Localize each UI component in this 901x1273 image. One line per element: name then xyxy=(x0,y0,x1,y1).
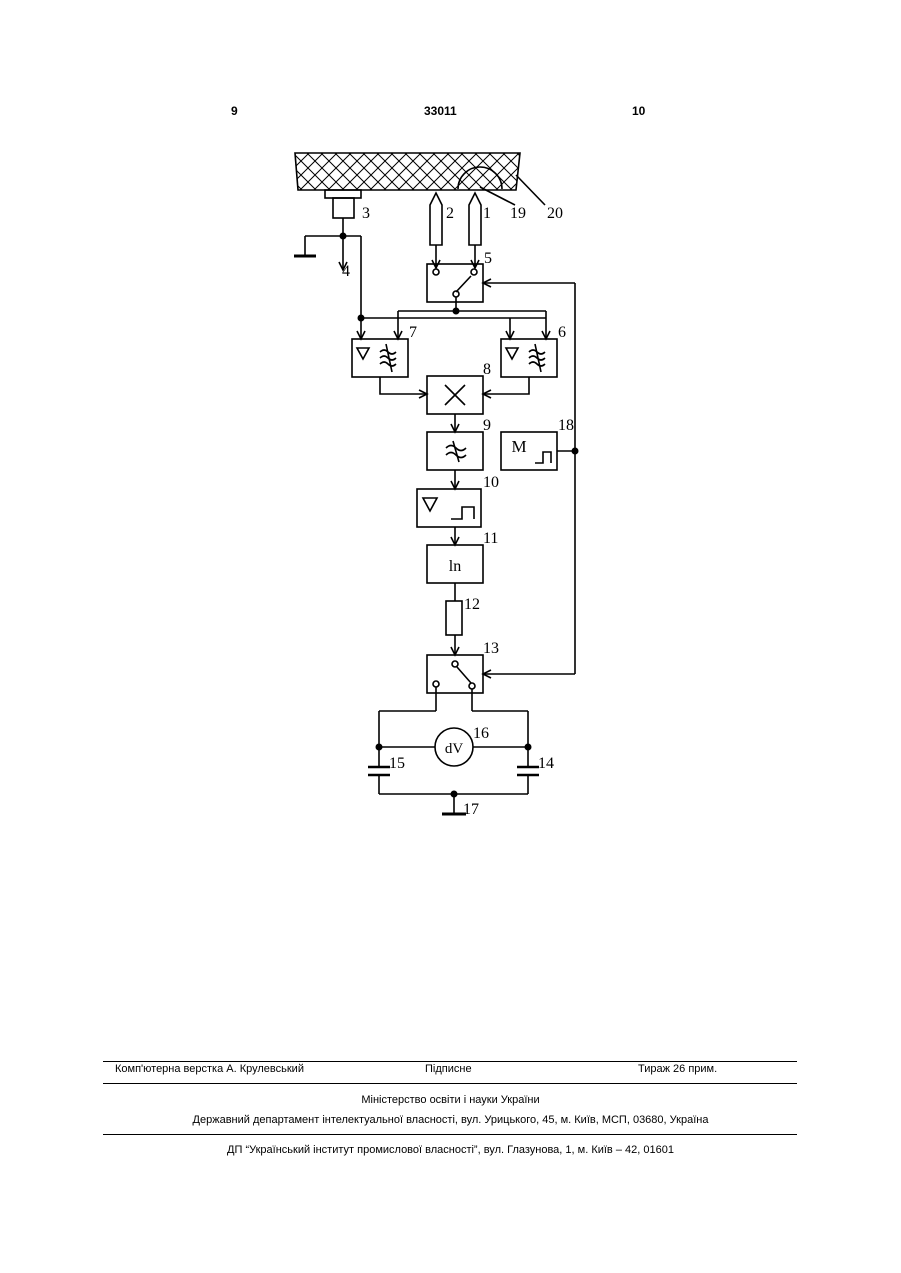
footer-department: Державний департамент інтелектуальної вл… xyxy=(0,1114,901,1126)
footer-layout: Комп'ютерна верстка А. Крулевський xyxy=(115,1063,304,1075)
lowpass-filter-9 xyxy=(427,432,483,470)
label-12: 12 xyxy=(464,596,480,613)
probe-1 xyxy=(469,193,481,245)
label-5: 5 xyxy=(484,250,492,267)
label-2: 2 xyxy=(446,205,454,222)
label-7: 7 xyxy=(409,324,417,341)
footer-signed: Підписне xyxy=(425,1063,472,1075)
footer-rule-top xyxy=(103,1061,797,1062)
footer-ministry: Міністерство освіти і науки України xyxy=(0,1094,901,1106)
voltmeter-label: dV xyxy=(445,741,464,757)
label-1: 1 xyxy=(483,205,491,222)
probe-2 xyxy=(430,193,442,245)
label-3: 3 xyxy=(362,205,370,222)
label-20: 20 xyxy=(547,205,563,222)
footer-institute: ДП “Український інститут промислової вла… xyxy=(0,1144,901,1156)
label-8: 8 xyxy=(483,361,491,378)
modulator-label: M xyxy=(511,437,526,456)
label-14: 14 xyxy=(538,755,554,772)
label-11: 11 xyxy=(483,530,498,547)
footer-rule-bottom xyxy=(103,1134,797,1135)
label-15: 15 xyxy=(389,755,405,772)
label-9: 9 xyxy=(483,417,491,434)
label-19: 19 xyxy=(510,205,526,222)
amplifier-detector-10 xyxy=(417,489,481,527)
sensor-3 xyxy=(325,190,361,198)
footer-circulation: Тираж 26 прим. xyxy=(638,1063,717,1075)
resistor-12 xyxy=(446,601,462,635)
label-4: 4 xyxy=(342,263,350,280)
label-10: 10 xyxy=(483,474,499,491)
footer-rule-middle xyxy=(103,1083,797,1084)
modulator-18 xyxy=(501,432,557,470)
label-13: 13 xyxy=(483,640,499,657)
label-16: 16 xyxy=(473,725,489,742)
specimen-plate xyxy=(295,153,520,190)
log-block-label: ln xyxy=(449,558,461,575)
label-18: 18 xyxy=(558,417,574,434)
label-6: 6 xyxy=(558,324,566,341)
label-17: 17 xyxy=(463,801,479,818)
